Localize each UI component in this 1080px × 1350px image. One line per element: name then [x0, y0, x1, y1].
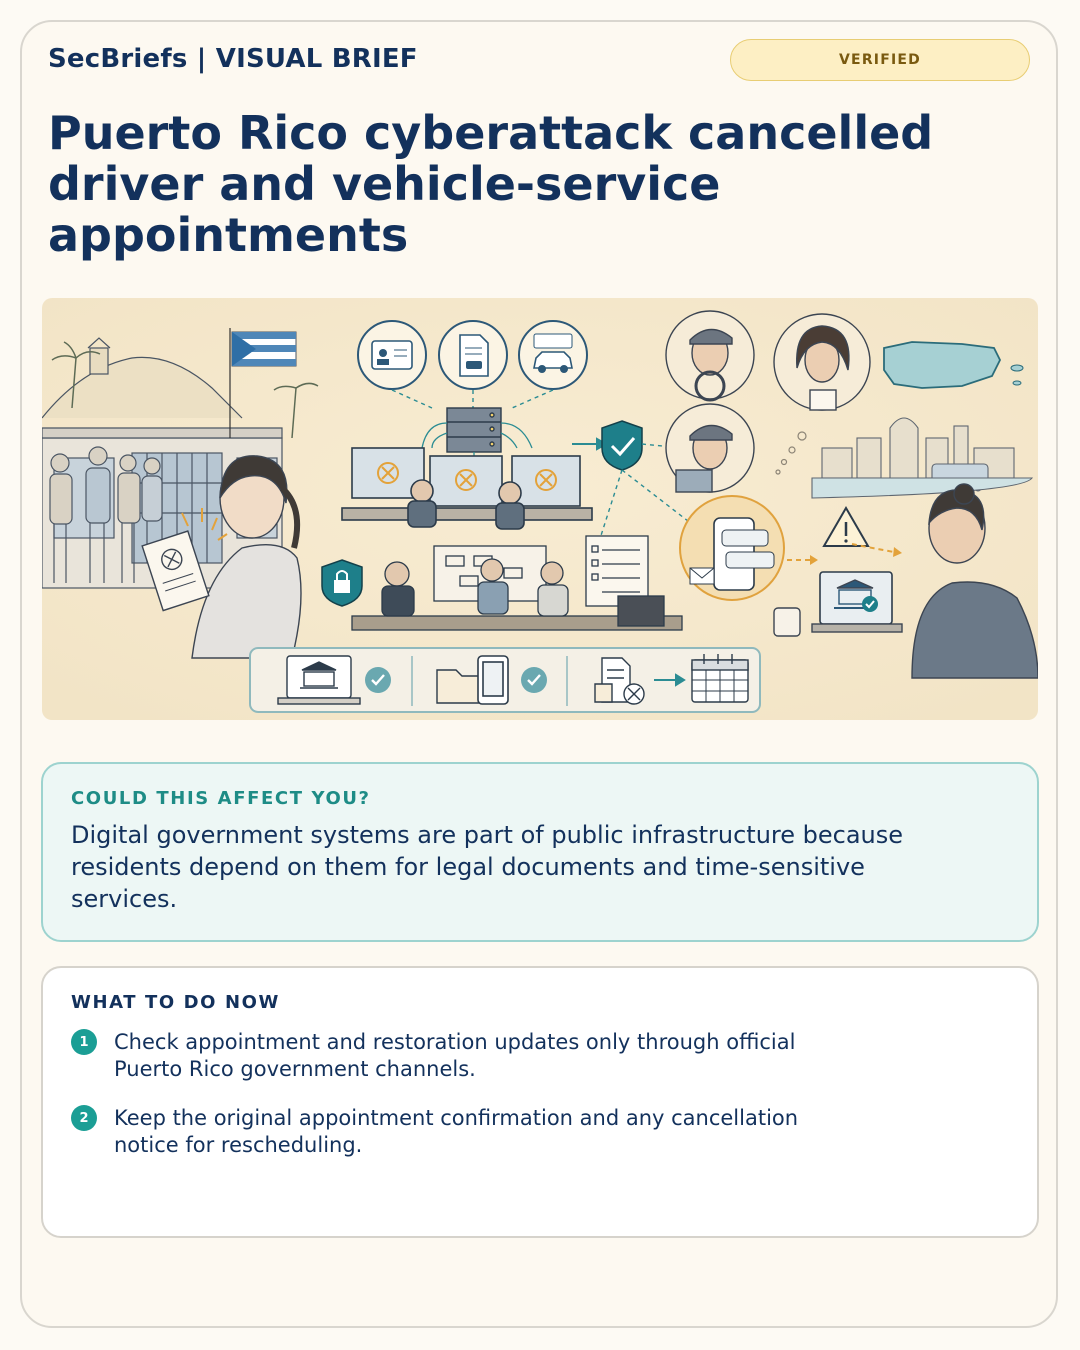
error-monitor-icon [341, 447, 593, 530]
step-number: 2 [71, 1105, 97, 1131]
cancelled-document-icon [594, 657, 645, 705]
step-text: Keep the original appointment confirmati… [114, 1106, 799, 1157]
hero-illustration [42, 298, 1038, 720]
laptop-bank-icon [811, 571, 903, 633]
step-number: 1 [71, 1029, 97, 1055]
todo-heading: WHAT TO DO NOW [71, 992, 280, 1013]
id-card-icon [357, 320, 427, 390]
woman-with-notice [141, 455, 302, 659]
todo-panel: WHAT TO DO NOW 1 Check appointment and r… [41, 966, 1039, 1238]
lock-shield-icon [321, 559, 363, 607]
list-item: 1 Check appointment and restoration upda… [71, 1029, 1009, 1083]
step-text: Check appointment and restoration update… [114, 1030, 796, 1081]
page-title: Puerto Rico cyberattack cancelled driver… [48, 106, 934, 262]
affect-body: Digital government systems are part of p… [71, 821, 904, 913]
list-item: 2 Keep the original appointment confirma… [71, 1105, 1009, 1159]
puerto-rico-map-icon [883, 341, 1024, 389]
server-rack-icon [446, 407, 502, 453]
brand-title: SecBriefs | VISUAL BRIEF [48, 44, 418, 74]
shield-check-icon [601, 420, 643, 471]
affect-heading: COULD THIS AFFECT YOU? [71, 788, 371, 809]
recovery-strip [249, 647, 761, 713]
puerto-rico-flag-icon [231, 331, 297, 367]
calendar-icon [691, 654, 749, 703]
affect-panel: COULD THIS AFFECT YOU? Digital governmen… [41, 762, 1039, 942]
verified-badge: VERIFIED [730, 39, 1030, 81]
phone-messages-icon [679, 495, 785, 601]
vehicle-document-icon [438, 320, 508, 390]
warning-icon [822, 506, 870, 547]
car-registration-icon [518, 320, 588, 390]
phone-icon [477, 655, 509, 705]
